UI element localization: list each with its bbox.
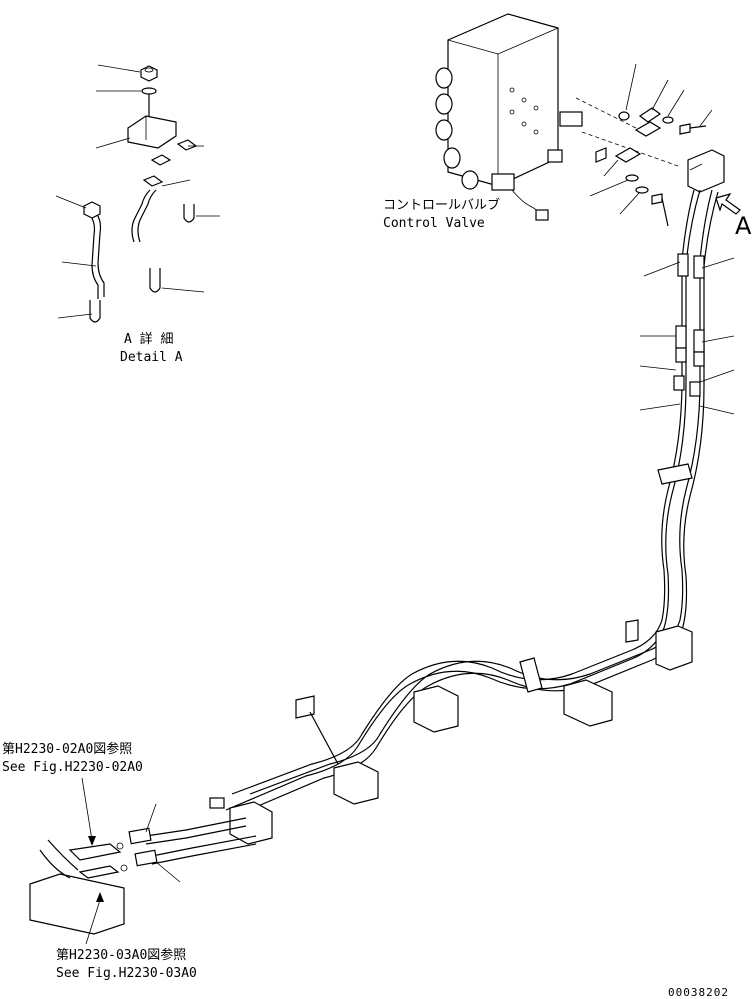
control-valve-label-jp: コントロールバルブ xyxy=(383,198,501,213)
detail-a-assembly xyxy=(55,64,220,323)
ref-bottom-label-en: See Fig.H2230-03A0 xyxy=(56,966,197,981)
ref-top-label-jp: 第H2230-02A0図参照 xyxy=(2,742,133,757)
drawing-number: 00038202 xyxy=(668,986,729,999)
control-valve-label-en: Control Valve xyxy=(383,216,485,231)
detail-a-label-en: Detail A xyxy=(120,350,183,365)
hose-run xyxy=(29,189,735,945)
detail-a-label-jp: A 詳 細 xyxy=(124,332,174,347)
view-arrow-label: A xyxy=(735,212,752,240)
flange-parts xyxy=(589,63,741,227)
ref-bottom-label-jp: 第H2230-03A0図参照 xyxy=(56,948,187,963)
control-valve xyxy=(435,13,679,221)
ref-top-label-en: See Fig.H2230-02A0 xyxy=(2,760,143,775)
